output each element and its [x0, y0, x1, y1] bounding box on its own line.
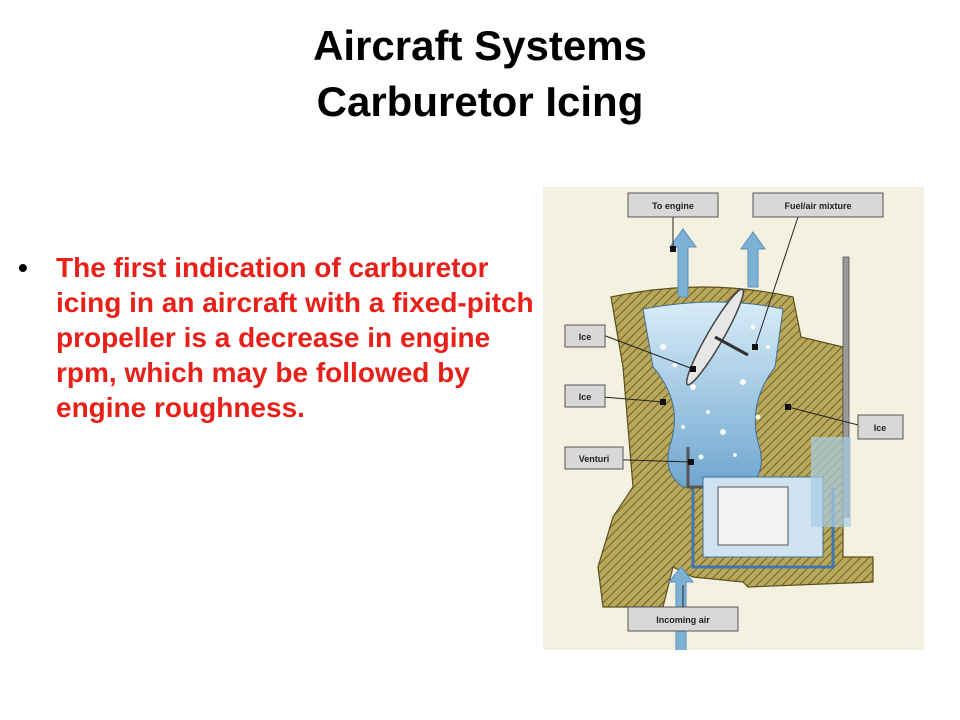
- callout-dots: [660, 246, 791, 465]
- arrow-to-engine-left: [669, 228, 697, 298]
- carburetor-icing-diagram: To engine Fuel/air mixture Ice Ice Ventu…: [543, 187, 924, 650]
- side-port: [811, 437, 851, 527]
- label-box-venturi: Venturi: [564, 446, 624, 470]
- bullet-text: The first indication of carburetor icing…: [56, 252, 534, 423]
- float-bowl: [717, 486, 789, 546]
- label-box-incoming-air: Incoming air: [627, 606, 739, 632]
- label-to-engine: To engine: [652, 201, 694, 211]
- title-line-2: Carburetor Icing: [316, 78, 644, 125]
- label-box-ice-3: Ice: [857, 414, 904, 440]
- label-ice-3: Ice: [874, 423, 887, 433]
- label-box-to-engine: To engine: [627, 192, 719, 218]
- label-ice-1: Ice: [579, 332, 592, 342]
- label-incoming-air: Incoming air: [656, 615, 710, 625]
- label-venturi: Venturi: [579, 454, 610, 464]
- label-fuel-air-mixture: Fuel/air mixture: [784, 201, 851, 211]
- throttle-shaft: [714, 335, 749, 357]
- label-box-ice-1: Ice: [564, 324, 606, 348]
- label-box-fuel-air: Fuel/air mixture: [752, 192, 884, 218]
- title-line-1: Aircraft Systems: [313, 22, 647, 69]
- arrow-to-engine-right: [740, 231, 766, 288]
- slide-title: Aircraft Systems Carburetor Icing: [0, 18, 960, 130]
- bullet-list: • The first indication of carburetor ici…: [18, 250, 538, 425]
- label-box-ice-2: Ice: [564, 384, 606, 408]
- venturi-throat: [642, 301, 784, 488]
- bullet-dot-icon: •: [18, 252, 28, 283]
- bullet-item: • The first indication of carburetor ici…: [18, 250, 538, 425]
- ice-crystals: [660, 324, 770, 460]
- label-ice-2: Ice: [579, 392, 592, 402]
